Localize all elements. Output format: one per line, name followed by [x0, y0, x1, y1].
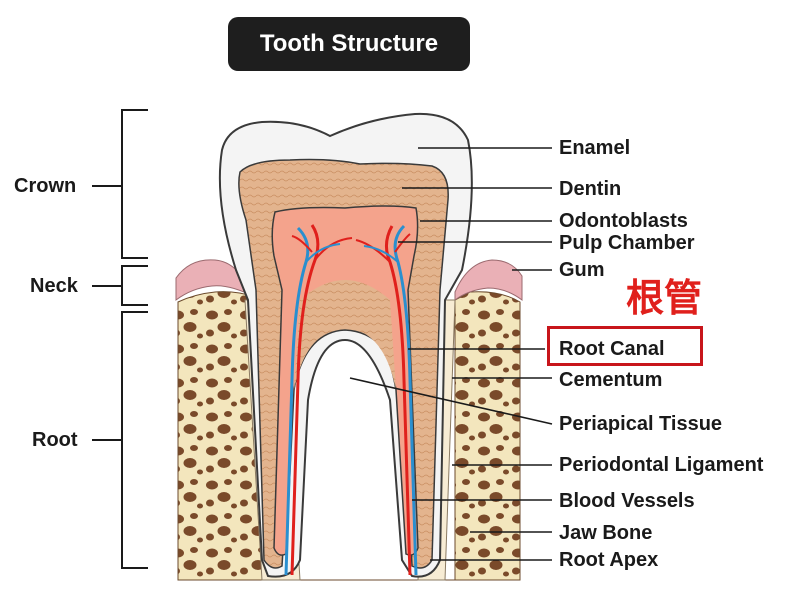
region-crown: Crown: [14, 175, 77, 197]
label-periapical-tissue: Periapical Tissue: [559, 413, 723, 435]
label-blood-vessels: Blood Vessels: [559, 490, 695, 512]
region-neck: Neck: [30, 275, 78, 297]
label-enamel: Enamel: [559, 137, 631, 159]
blood-vessels: [284, 224, 418, 576]
label-root-canal: Root Canal: [559, 338, 665, 360]
label-jaw-bone: Jaw Bone: [559, 522, 653, 544]
label-cementum: Cementum: [559, 369, 663, 391]
region-brackets: [92, 109, 148, 569]
region-root: Root: [32, 429, 78, 451]
label-periodontal-ligament: Periodontal Ligament: [559, 454, 764, 476]
label-dentin: Dentin: [559, 178, 622, 200]
label-root-apex: Root Apex: [559, 549, 659, 571]
label-gum: Gum: [559, 259, 605, 281]
title-badge: Tooth Structure: [228, 17, 470, 71]
root-canal-annotation: 根管: [626, 276, 703, 320]
root-canal-highlight: [547, 326, 703, 366]
label-odontoblasts: Odontoblasts: [559, 210, 688, 232]
gum-right: [454, 259, 523, 302]
label-pulp-chamber: Pulp Chamber: [559, 232, 695, 254]
leader-lines: [349, 147, 553, 561]
diagram-title: Tooth Structure: [259, 30, 439, 57]
